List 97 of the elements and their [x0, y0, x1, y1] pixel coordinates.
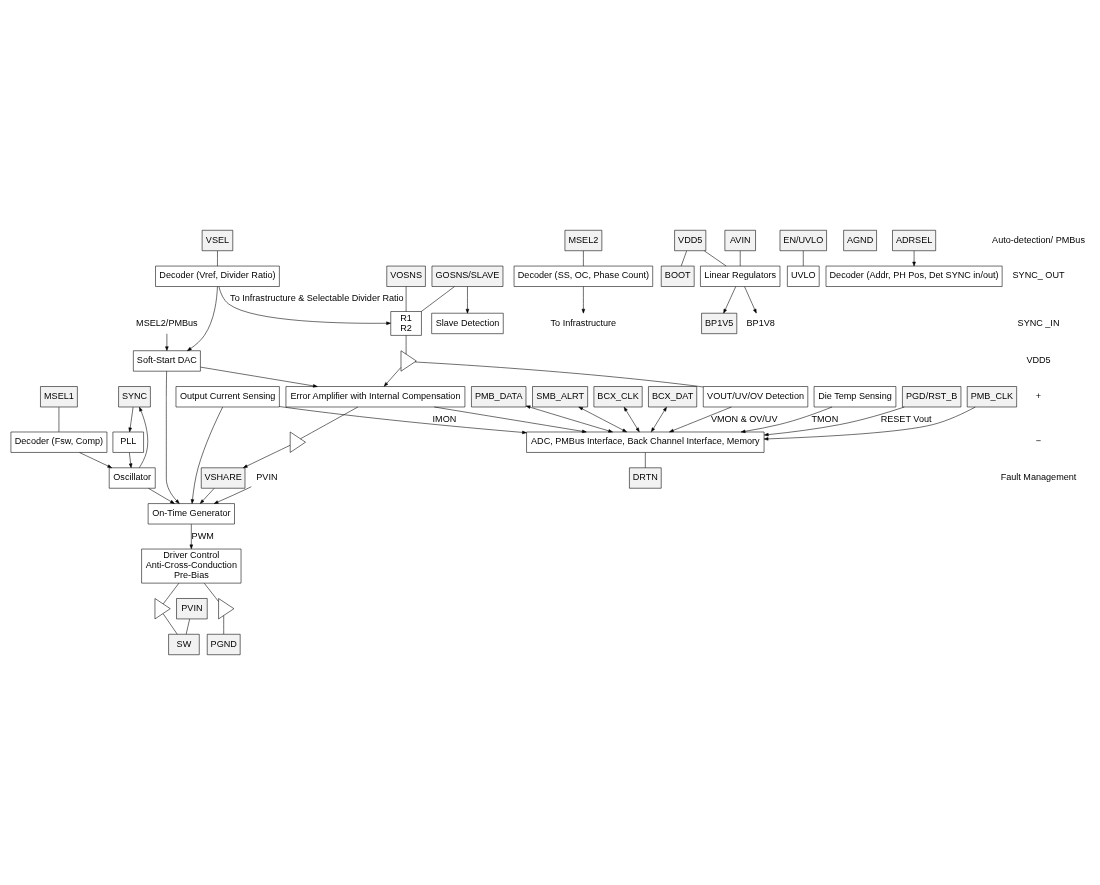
arrow — [139, 406, 149, 469]
node-box: MSEL1 — [40, 386, 78, 408]
node-box: PMB_DATA — [471, 386, 527, 408]
arrow — [279, 406, 527, 435]
node-box: Decoder (SS, OC, Phase Count) — [513, 265, 653, 287]
node-text: MSEL2/PMBus — [136, 317, 198, 328]
arrow — [651, 406, 667, 433]
arrow — [744, 286, 757, 314]
node-box: Decoder (Addr, PH Pos, Det SYNC in/out) — [825, 265, 1003, 287]
arrow — [623, 406, 640, 433]
node-triangle — [400, 350, 417, 372]
node-box: AVIN — [724, 230, 756, 251]
node-box: UVLO — [787, 265, 820, 287]
connector — [414, 361, 704, 388]
node-box: EN/UVLO — [779, 230, 827, 251]
node-box: PGD/RST_B — [902, 386, 962, 408]
node-box: MSEL2 — [564, 230, 603, 251]
node-box: BP1V5 — [701, 312, 738, 334]
node-triangle — [218, 598, 235, 620]
node-box: SYNC — [118, 386, 151, 408]
node-text: PVIN — [256, 472, 278, 483]
arrow — [525, 405, 613, 433]
node-box: SW — [168, 634, 200, 655]
node-box: PGND — [206, 634, 241, 655]
node-box: ADRSEL — [892, 230, 936, 251]
arrow — [213, 486, 252, 504]
arrow — [669, 406, 732, 433]
node-box: Output Current Sensing — [175, 386, 280, 408]
node-box: On-Time Generator — [147, 503, 235, 525]
node-box: PVIN — [176, 598, 208, 620]
node-triangle — [154, 598, 171, 620]
connector — [704, 250, 727, 267]
arrow — [190, 406, 223, 504]
node-box: VOUT/UV/OV Detection — [703, 386, 809, 408]
arrow — [148, 488, 175, 504]
node-box: VSEL — [201, 230, 234, 251]
arrow — [189, 523, 193, 550]
label: SYNC _IN — [1017, 317, 1060, 328]
label: − — [1035, 436, 1042, 447]
node-box: VDD5 — [674, 230, 707, 251]
arrow — [166, 370, 180, 504]
node-box: Oscillator — [108, 467, 156, 489]
node-text: BP1V8 — [746, 317, 775, 328]
arrow — [434, 406, 587, 433]
arrow — [740, 406, 833, 433]
label: SYNC_ OUT — [1012, 270, 1065, 281]
connector — [204, 583, 219, 602]
node-box: Soft-Start DAC — [133, 350, 201, 372]
arrow — [200, 366, 318, 388]
node-box: Linear Regulators — [700, 265, 781, 287]
node-text: To Infrastructure — [550, 317, 617, 328]
arrow — [581, 286, 586, 314]
connector — [420, 286, 455, 312]
edge-label: To Infrastructure & Selectable Divider Ratio — [230, 293, 404, 304]
label: Auto-detection/ PMBus — [992, 234, 1085, 245]
arrow — [763, 406, 976, 441]
node-box: GOSNS/SLAVE — [431, 265, 504, 287]
node-box: Decoder (Fsw, Comp) — [10, 431, 108, 453]
edge-label: PWM — [191, 530, 214, 541]
node-box: VOSNS — [386, 265, 426, 287]
node-box: Driver Control Anti-Cross-Conduction Pre-Bias — [141, 548, 242, 584]
arrow — [465, 286, 470, 314]
edge-label: VMON & OV/UV — [710, 413, 778, 424]
edge-label: TMON — [811, 413, 839, 424]
arrow — [129, 452, 133, 468]
node-box: VSHARE — [200, 467, 246, 489]
node-box: DRTN — [629, 467, 662, 489]
arrow — [764, 406, 905, 437]
arrow — [723, 286, 737, 314]
arrow — [165, 333, 169, 351]
label: Fault Management — [1000, 472, 1077, 483]
arrow — [578, 406, 627, 433]
node-box: BOOT — [660, 265, 695, 287]
node-box: PLL — [112, 431, 144, 453]
label: + — [1035, 390, 1042, 401]
arrow — [242, 445, 291, 469]
label: VDD5 — [1026, 355, 1051, 366]
arrow — [79, 452, 113, 469]
node-triangle — [289, 431, 306, 453]
node-box: PMB_CLK — [966, 386, 1017, 408]
edge-label: RESET Vout — [880, 413, 932, 424]
node-box: Slave Detection — [431, 312, 504, 334]
node-box: Die Temp Sensing — [813, 386, 897, 408]
node-box: R1 R2 — [390, 311, 422, 336]
arrow — [187, 286, 218, 351]
node-box: BCX_CLK — [593, 386, 643, 408]
arrow — [383, 367, 402, 387]
edge-label: IMON — [432, 413, 457, 424]
arrow — [128, 406, 134, 433]
node-box: BCX_DAT — [648, 386, 698, 408]
node-box: AGND — [843, 230, 877, 251]
connector — [300, 406, 359, 440]
arrow — [218, 286, 391, 325]
arrow — [912, 250, 916, 267]
arrow — [199, 488, 215, 504]
node-box: Decoder (Vref, Divider Ratio) — [155, 265, 280, 287]
node-box: SMB_ALRT — [532, 386, 588, 408]
